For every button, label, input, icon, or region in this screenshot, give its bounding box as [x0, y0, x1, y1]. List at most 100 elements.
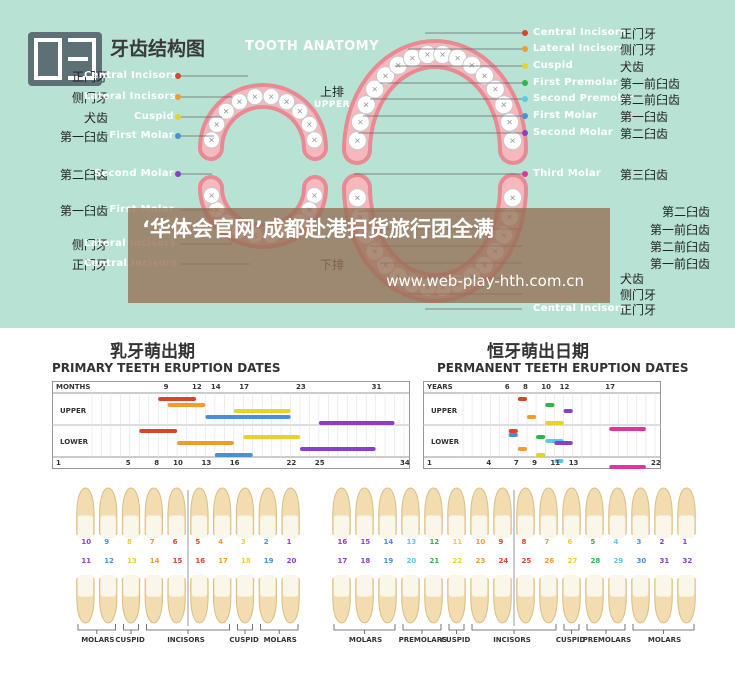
- tooth-number-upper: 16: [337, 538, 348, 546]
- tooth-drawing: [121, 575, 141, 624]
- tooth-crown: [237, 515, 253, 538]
- group-bracket: [402, 624, 442, 631]
- teeth-svg: [76, 487, 696, 634]
- tooth-crown: [540, 515, 557, 538]
- right-label-en: First Molar: [533, 110, 598, 121]
- group-bracket: [632, 624, 695, 631]
- left-label-cn: 正门牙: [71, 258, 108, 272]
- tooth-drawing: [167, 487, 186, 538]
- tooth-number-lower: 15: [172, 557, 183, 565]
- anatomy-title-en: TOOTH ANATOMY: [245, 39, 380, 54]
- primary-title-en: PRIMARY TEETH ERUPTION DATES: [52, 361, 281, 375]
- right-label-cn: 第二前臼齿: [649, 240, 710, 254]
- eruption-bar: [609, 427, 646, 431]
- eruption-bar: [545, 421, 564, 425]
- tooth-drawing: [539, 487, 558, 538]
- right-label-en: Lateral Incisors: [533, 43, 625, 54]
- tooth-number-lower: 28: [590, 557, 601, 565]
- tooth-groove: [363, 102, 369, 107]
- right-label-cn: 第一臼齿: [620, 110, 669, 124]
- tooth-crown: [260, 575, 276, 597]
- tooth-groove: [358, 119, 363, 125]
- tooth-crown: [123, 575, 139, 597]
- tooth-crown: [632, 575, 649, 597]
- chart-bottom-tick: 4: [486, 459, 492, 467]
- right-color-dot: [522, 130, 528, 136]
- permanent-title-en: PERMANENT TEETH ERUPTION DATES: [437, 361, 689, 375]
- chart-bottom-tick: 9: [532, 459, 537, 467]
- chart-top-tick: 9: [163, 383, 169, 391]
- tooth-drawing: [76, 487, 95, 538]
- eruption-bar: [214, 453, 253, 457]
- chart-bottom-tick: 5: [125, 459, 131, 467]
- left-label-cn: 侧门牙: [71, 238, 108, 252]
- tooth-crown: [100, 575, 116, 597]
- chart-top-tick: 12: [559, 383, 570, 391]
- tooth-groove: [455, 55, 460, 61]
- tooth-drawing: [424, 487, 443, 538]
- right-label-cn: 犬齿: [620, 272, 645, 286]
- tooth-groove: [307, 122, 312, 127]
- tooth-group-label: INCISORS: [167, 636, 205, 644]
- tooth-crown: [333, 515, 350, 538]
- tooth-crown: [214, 575, 230, 597]
- tooth-drawing: [99, 575, 118, 624]
- tooth-drawing: [355, 487, 374, 538]
- eruption-bar: [536, 453, 546, 457]
- tooth-number-upper: 5: [195, 538, 201, 546]
- left-label-en: Cuspid: [134, 111, 174, 122]
- tooth-drawing: [447, 487, 466, 538]
- tooth-number-upper: 4: [218, 538, 224, 546]
- tooth-drawing: [654, 487, 673, 538]
- promo-url[interactable]: www.web-play-hth.com.cn: [386, 272, 584, 290]
- tooth-crown: [402, 575, 419, 597]
- tooth-number-upper: 14: [383, 538, 394, 546]
- tooth-crown: [379, 575, 396, 597]
- right-label-en: Second Molar: [533, 127, 614, 138]
- tooth-group-label: CUSPID: [440, 636, 471, 644]
- tooth-drawing: [281, 575, 300, 624]
- tooth-groove: [507, 119, 512, 125]
- tooth-groove: [469, 63, 475, 68]
- tooth-drawing: [631, 487, 650, 538]
- tooth-drawing: [608, 487, 627, 538]
- tooth-number-lower: 13: [127, 557, 137, 565]
- tooth-number-upper: 13: [406, 538, 417, 546]
- tooth-number-upper: 2: [263, 538, 269, 546]
- eruption-bar: [233, 409, 291, 413]
- tooth-group-label: CUSPID: [229, 636, 259, 644]
- chart-top-tick: 17: [239, 383, 250, 391]
- eruption-bar: [508, 433, 518, 437]
- tooth-drawing: [167, 575, 186, 624]
- right-label-cn: 侧门牙: [620, 288, 657, 302]
- tooth-drawing: [493, 575, 512, 624]
- promo-overlay[interactable]: ‘华体会官网’成都赴港扫货旅行团全满 www.web-play-hth.com.…: [128, 208, 610, 303]
- tooth-number-upper: 10: [81, 538, 92, 546]
- tooth-crown: [77, 515, 94, 538]
- upper-jaw-label-cn: 上排: [319, 85, 344, 99]
- tooth-drawing: [190, 575, 209, 624]
- tooth-group-label: MOLARS: [647, 636, 682, 644]
- tooth-number-lower: 25: [521, 557, 532, 565]
- tooth-crown: [655, 575, 672, 597]
- tooth-crown: [379, 515, 396, 538]
- chart-top-tick: 8: [523, 383, 528, 391]
- tooth-number-lower: 20: [286, 557, 297, 565]
- group-bracket: [448, 624, 465, 631]
- eruption-bar: [563, 409, 573, 413]
- left-label-en: Central Incisors: [84, 70, 178, 81]
- eruption-bar: [158, 397, 196, 401]
- left-label-cn: 犬齿: [83, 111, 108, 125]
- chart-bottom-tick: 11: [550, 459, 561, 467]
- tooth-group-label: MOLARS: [348, 636, 383, 644]
- tooth-crown: [471, 515, 488, 538]
- chart-bottom-tick: 1: [56, 459, 61, 467]
- tooth-crown: [123, 515, 139, 538]
- promo-title[interactable]: ‘华体会官网’成都赴港扫货旅行团全满: [142, 217, 494, 241]
- permanent-upper-arch: [342, 38, 528, 165]
- right-label-cn: 第二臼齿: [620, 127, 669, 141]
- right-label-cn: 第一前臼齿: [620, 77, 681, 91]
- tooth-drawing: [447, 575, 466, 624]
- tooth-groove: [284, 99, 289, 104]
